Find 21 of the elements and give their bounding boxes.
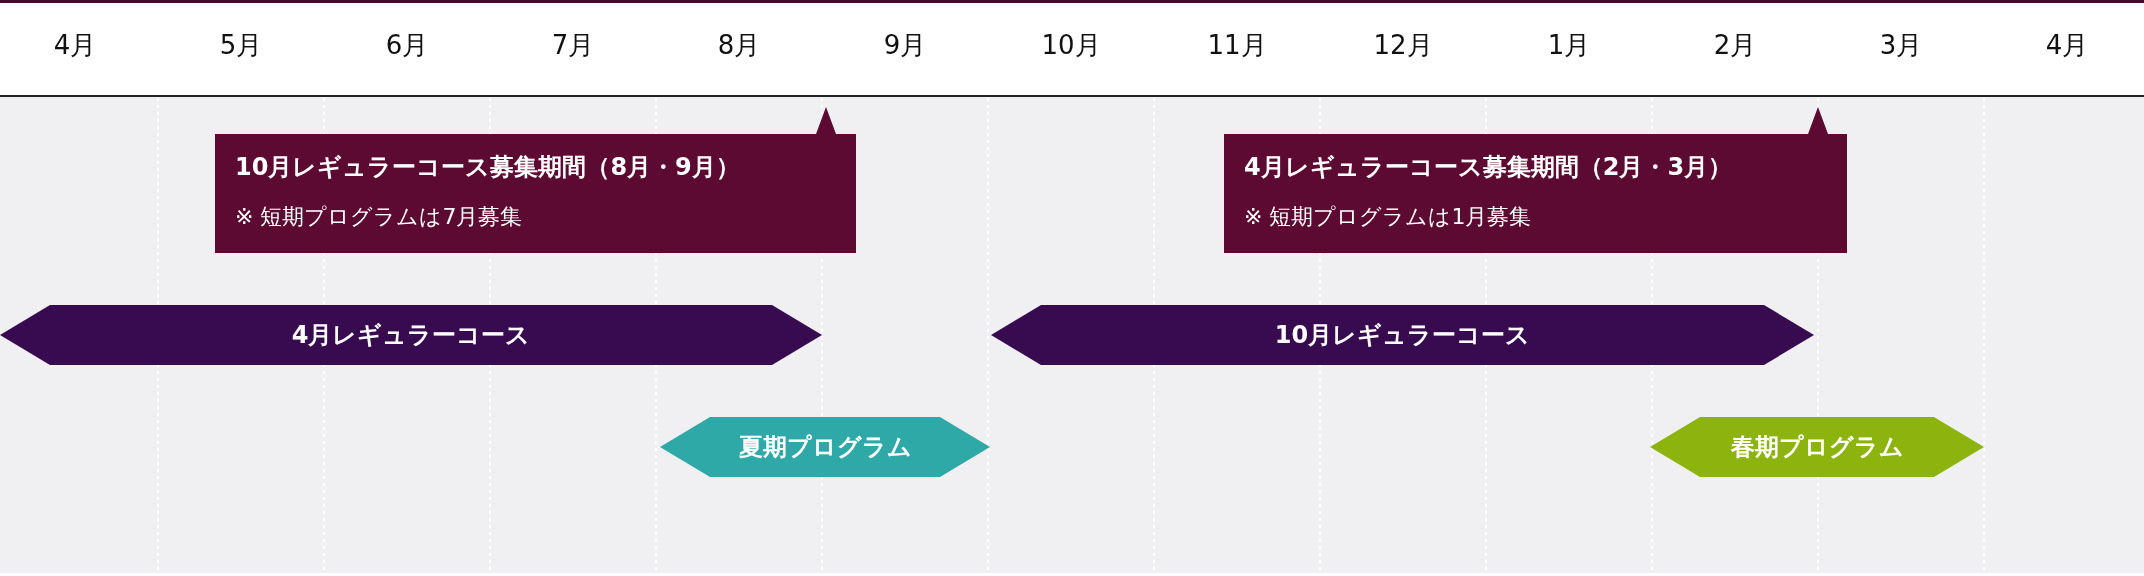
month-label: 4月 — [53, 29, 97, 62]
bar-label: 10月レギュラーコース — [1274, 320, 1531, 351]
month-label: 6月 — [385, 29, 429, 62]
month-label: 7月 — [551, 29, 595, 62]
month-label: 9月 — [883, 29, 927, 62]
bar-label: 夏期プログラム — [738, 432, 912, 463]
bar-label: 春期プログラム — [1730, 432, 1904, 463]
month-label: 3月 — [1879, 29, 1923, 62]
month-label: 2月 — [1713, 29, 1757, 62]
month-label: 12月 — [1373, 29, 1433, 62]
callout-heading: 4月レギュラーコース募集期間（2月・3月） — [1244, 152, 1733, 183]
callout-note: ※ 短期プログラムは7月募集 — [235, 203, 523, 231]
month-label: 11月 — [1207, 29, 1267, 62]
month-label: 10月 — [1041, 29, 1101, 62]
month-label: 8月 — [717, 29, 761, 62]
callout-heading: 10月レギュラーコース募集期間（8月・9月） — [235, 152, 740, 183]
month-label: 5月 — [219, 29, 263, 62]
month-label: 4月 — [2045, 29, 2089, 62]
bar-label: 4月レギュラーコース — [291, 320, 531, 351]
callout-note: ※ 短期プログラムは1月募集 — [1244, 203, 1532, 231]
month-label: 1月 — [1547, 29, 1591, 62]
